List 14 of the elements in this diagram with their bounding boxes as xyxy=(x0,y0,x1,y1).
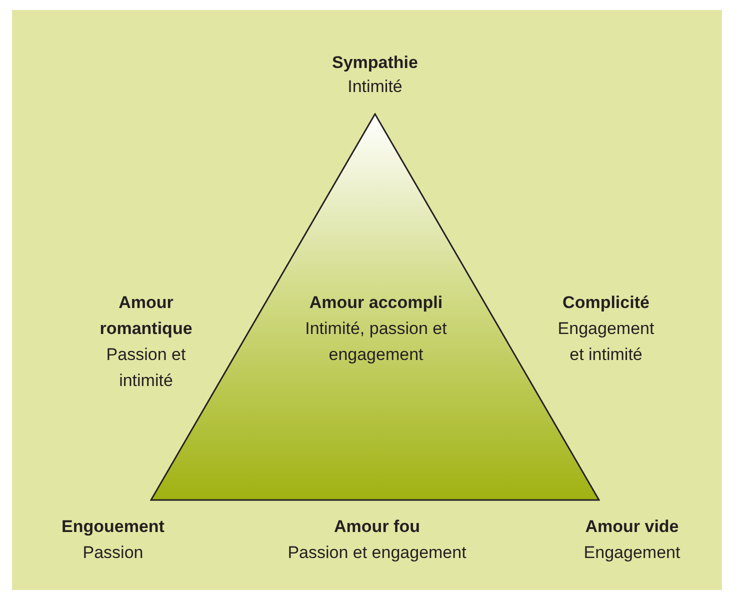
vertex-heading: Sympathie xyxy=(331,52,419,74)
vertex-heading: Amour fou xyxy=(333,516,421,538)
vertex-heading: Engouement xyxy=(60,516,166,538)
vertex-heading: Amour vide xyxy=(584,516,680,538)
vertex-heading: Amour romantique xyxy=(98,292,194,340)
center-heading: Amour accompli xyxy=(308,292,444,314)
vertex-description: Passion et engagement xyxy=(286,542,468,564)
vertex-description: Engagement xyxy=(582,542,682,564)
vertex-description: Intimité xyxy=(346,76,404,98)
vertex-heading: Complicité xyxy=(562,292,650,314)
vertex-description: Passion xyxy=(82,542,144,564)
vertex-description: Passion et intimité xyxy=(105,344,187,392)
vertex-description: Engagement et intimité xyxy=(556,318,656,366)
center-description: Intimité, passion et engagement xyxy=(304,318,448,366)
